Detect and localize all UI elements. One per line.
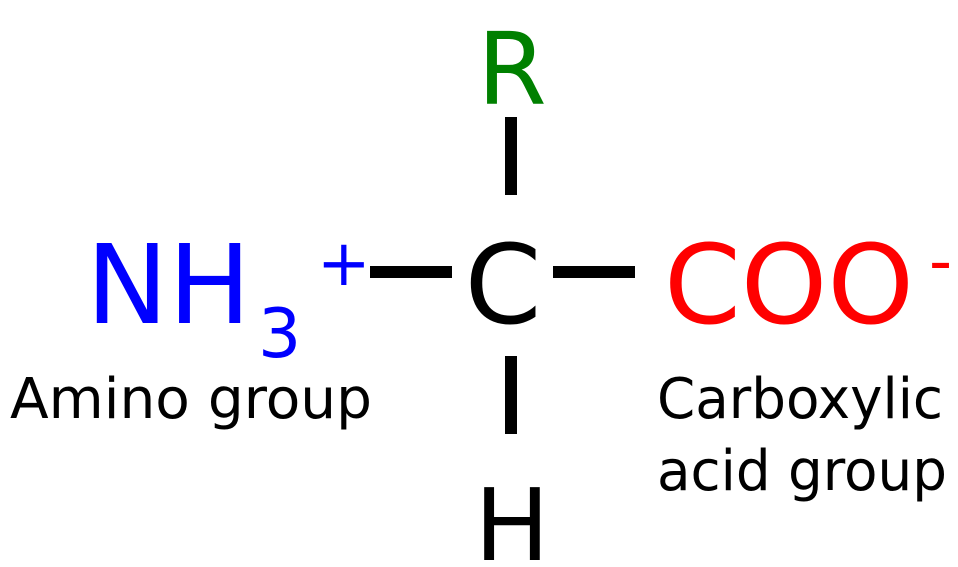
- amino-subscript: 3: [258, 295, 301, 374]
- bond-c-to-h: [505, 356, 517, 434]
- amino-group-symbol: NH: [86, 221, 251, 349]
- carboxyl-group-symbol: COO: [664, 221, 914, 349]
- carboxylic-label-line2: acid group: [657, 439, 947, 504]
- amino-group-label: Amino group: [10, 367, 372, 432]
- bond-r-to-c: [505, 117, 517, 195]
- carboxyl-charge: -: [929, 225, 952, 299]
- carboxylic-label-line1: Carboxylic: [657, 367, 943, 432]
- r-group-atom: R: [477, 11, 546, 128]
- hydrogen-atom: H: [474, 467, 549, 567]
- alpha-carbon-atom: C: [465, 221, 542, 349]
- bond-c-to-carboxyl: [553, 266, 635, 278]
- bond-n-to-c: [370, 266, 452, 278]
- amino-charge: +: [317, 227, 371, 301]
